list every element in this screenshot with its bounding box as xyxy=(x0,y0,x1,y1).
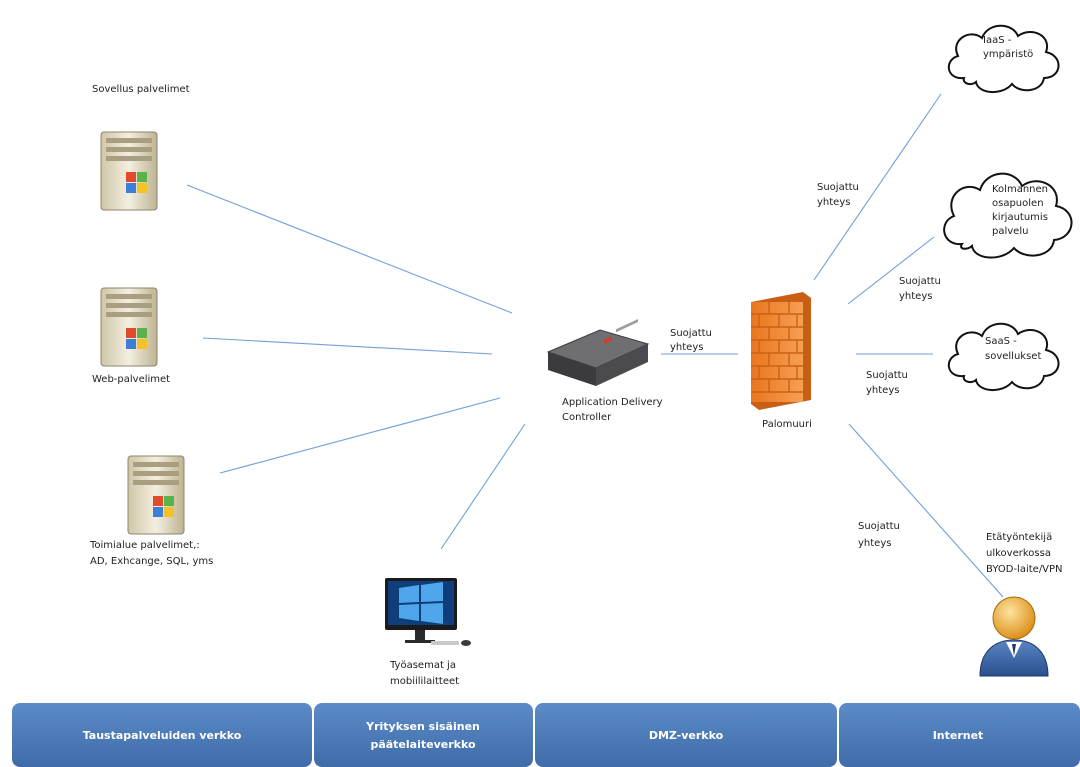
iaas-link-label-line2: yhteys xyxy=(817,197,850,208)
adc-label-line1: Application Delivery xyxy=(562,397,663,408)
adc-link-label-line1: Suojattu xyxy=(670,328,712,339)
third-cloud-label-line2: osapuolen xyxy=(992,198,1044,209)
third-party-cloud-icon xyxy=(943,172,1073,259)
link-domain-server-adc xyxy=(219,397,501,474)
third-cloud-label-line3: kirjautumis xyxy=(992,212,1048,223)
zone-bar-internet xyxy=(839,703,1080,767)
third-cloud-label-line1: Kolmannen xyxy=(992,184,1048,195)
web-server-icon xyxy=(100,287,158,367)
link-app-server-adc xyxy=(186,184,513,314)
link-workstation-adc xyxy=(440,423,526,550)
link-firewall-remote-worker xyxy=(848,423,1004,598)
adc-appliance-icon xyxy=(546,319,650,386)
app-server-label: Sovellus palvelimet xyxy=(92,84,190,95)
link-firewall-third-party xyxy=(847,236,935,305)
workstation-icon xyxy=(385,578,471,646)
adc-link-label-line2: yhteys xyxy=(670,342,703,353)
firewall-label: Palomuuri xyxy=(762,419,812,430)
iaas-cloud-label-line2: ympäristö xyxy=(983,49,1033,60)
adc-label-line2: Controller xyxy=(562,412,612,423)
iaas-cloud-icon xyxy=(948,24,1060,93)
firewall-icon xyxy=(751,292,811,410)
web-server-label: Web-palvelimet xyxy=(92,374,170,385)
zone-bars xyxy=(12,703,1080,767)
workstation-label-line2: mobiililaitteet xyxy=(390,676,459,687)
link-firewall-iaas xyxy=(813,93,942,281)
zone-bar-internal xyxy=(314,703,533,767)
zone-label-backend: Taustapalveluiden verkko xyxy=(83,729,242,742)
remote-worker-label-line3: BYOD-laite/VPN xyxy=(986,564,1063,575)
domain-server-label-line2: AD, Exhcange, SQL, yms xyxy=(90,556,213,567)
third-link-label-line1: Suojattu xyxy=(899,276,941,287)
link-web-server-adc xyxy=(202,337,493,355)
zone-bar-backend xyxy=(12,703,312,767)
saas-cloud-label-line1: SaaS - xyxy=(985,336,1017,347)
remote-link-label-line2: yhteys xyxy=(858,538,891,549)
app-server-icon xyxy=(100,131,158,211)
zone-label-internet: Internet xyxy=(933,729,984,742)
domain-server-icon xyxy=(127,455,185,535)
saas-cloud-label-line2: sovellukset xyxy=(985,351,1041,362)
iaas-link-label-line1: Suojattu xyxy=(817,182,859,193)
connection-lines xyxy=(186,93,1004,598)
remote-link-label-line1: Suojattu xyxy=(858,521,900,532)
iaas-cloud-label-line1: IaaS - xyxy=(983,35,1012,46)
saas-cloud-icon xyxy=(948,322,1060,391)
remote-worker-label-line2: ulkoverkossa xyxy=(986,548,1051,559)
domain-server-label-line1: Toimialue palvelimet,: xyxy=(89,540,200,551)
remote-worker-label-line1: Etätyöntekijä xyxy=(986,532,1052,543)
zone-label-internal-line2: päätelaiteverkko xyxy=(370,738,476,751)
remote-worker-icon xyxy=(979,596,1049,677)
saas-link-label-line1: Suojattu xyxy=(866,370,908,381)
workstation-label-line1: Työasemat ja xyxy=(389,660,456,671)
third-link-label-line2: yhteys xyxy=(899,291,932,302)
third-cloud-label-line4: palvelu xyxy=(992,226,1028,237)
zone-label-dmz: DMZ-verkko xyxy=(649,729,724,742)
saas-link-label-line2: yhteys xyxy=(866,385,899,396)
zone-bar-dmz xyxy=(535,703,837,767)
zone-label-internal-line1: Yrityksen sisäinen xyxy=(365,720,480,733)
